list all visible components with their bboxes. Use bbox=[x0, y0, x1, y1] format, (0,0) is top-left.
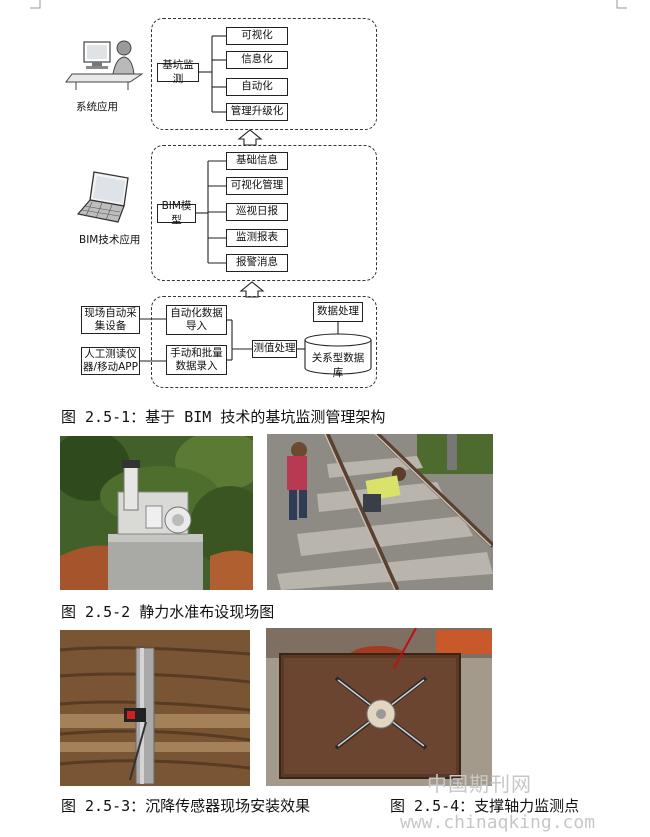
system-application-label: 系统应用 bbox=[76, 101, 118, 113]
mid-item-patrol-daily-report: 巡视日报 bbox=[226, 203, 288, 221]
bim-application-label: BIM技术应用 bbox=[79, 234, 141, 246]
foundation-pit-monitoring-node: 基坑监测 bbox=[157, 59, 199, 85]
figure-caption-2-5-3: 图 2.5-3：沉降传感器现场安装效果 bbox=[61, 797, 311, 815]
photo-settlement-sensor bbox=[60, 630, 250, 786]
watermark-url: www.chinaqking.com bbox=[400, 812, 596, 833]
relational-database-label: 关系型数据库 bbox=[311, 352, 365, 379]
watermark-chinese: 中国期刊网 bbox=[427, 772, 532, 796]
manual-instrument-app-box: 人工测读仪器/移动APP bbox=[81, 347, 140, 375]
top-item-visualization: 可视化 bbox=[226, 27, 288, 45]
top-item-management-upgrade: 管理升级化 bbox=[226, 103, 288, 121]
mid-item-alarm-message: 报警消息 bbox=[226, 254, 288, 272]
data-layer-frame bbox=[151, 296, 377, 388]
figure-caption-2-5-1: 图 2.5-1：基于 BIM 技术的基坑监测管理架构 bbox=[61, 408, 386, 426]
value-processing-box: 测值处理 bbox=[252, 340, 297, 358]
manual-batch-entry-box: 手动和批量数据录入 bbox=[166, 345, 227, 375]
system-application-frame bbox=[151, 18, 377, 130]
auto-collection-device-box: 现场自动采集设备 bbox=[81, 306, 140, 334]
data-processing-box: 数据处理 bbox=[313, 302, 363, 322]
bim-application-frame bbox=[151, 145, 377, 281]
mid-item-basic-info: 基础信息 bbox=[226, 152, 288, 170]
bim-model-node: BIM模型 bbox=[157, 200, 196, 226]
mid-item-monitoring-report: 监测报表 bbox=[226, 229, 288, 247]
figure-caption-2-5-2: 图 2.5-2 静力水准布设现场图 bbox=[61, 603, 275, 621]
top-item-automation: 自动化 bbox=[226, 78, 288, 96]
top-item-informatization: 信息化 bbox=[226, 51, 288, 69]
mid-item-visual-management: 可视化管理 bbox=[226, 177, 288, 195]
photo-static-level-installation bbox=[60, 436, 253, 590]
auto-data-import-box: 自动化数据导入 bbox=[166, 305, 227, 335]
photo-support-axial-force-point bbox=[266, 628, 492, 786]
figure-caption-2-5-4: 图 2.5-4：支撑轴力监测点 bbox=[390, 797, 580, 815]
photo-railway-track-workers bbox=[267, 434, 493, 590]
